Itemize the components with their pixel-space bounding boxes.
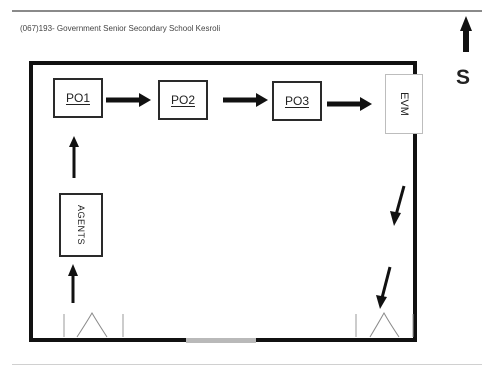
agents-box: AGENTS: [59, 193, 103, 257]
arrow-evm-to-exit-upper: [390, 185, 406, 226]
booth-po1-label: PO1: [65, 91, 90, 105]
header-rule: [12, 10, 482, 12]
booth-po3: PO3: [272, 81, 322, 121]
exit-gate-icon: [355, 311, 414, 338]
arrow-po2-to-po3: [223, 93, 268, 107]
arrow-agents-to-po1: [69, 136, 79, 178]
direction-arrow-icon: [460, 16, 472, 31]
arrow-entry-to-agents: [68, 264, 78, 303]
main-door: [186, 338, 256, 343]
evm-label: EVM: [398, 92, 410, 116]
layout-title: (067)193- Government Senior Secondary Sc…: [20, 24, 221, 33]
entry-gate-icon: [63, 311, 124, 338]
arrow-po1-to-po2: [106, 93, 151, 107]
footer-rule: [12, 364, 482, 365]
agents-label: AGENTS: [76, 204, 87, 246]
booth-po1: PO1: [53, 78, 103, 118]
booth-po2-label: PO2: [170, 93, 195, 107]
arrow-evm-to-exit-lower: [376, 266, 392, 309]
direction-arrow-shaft: [463, 29, 469, 52]
evm-box: EVM: [385, 74, 423, 134]
booth-po3-label: PO3: [284, 94, 309, 108]
direction-label: S: [456, 66, 471, 89]
arrow-po3-to-evm: [327, 97, 372, 111]
booth-po2: PO2: [158, 80, 208, 120]
